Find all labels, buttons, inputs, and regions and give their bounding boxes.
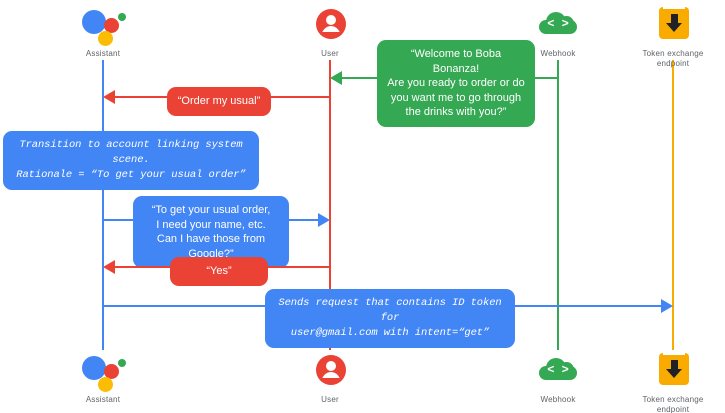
user-avatar-icon — [307, 4, 353, 46]
assistant-dot-green — [118, 359, 126, 367]
arrow-head-yes — [103, 260, 115, 274]
assistant-dot-yellow — [98, 377, 113, 392]
download-arrow-head — [666, 369, 682, 378]
lifeline-assistant — [102, 60, 104, 350]
google-assistant-icon — [80, 4, 126, 46]
actor-assistant-bottom: Assistant — [43, 350, 163, 405]
lifeline-webhook — [557, 60, 559, 350]
actor-webhook-bottom: < > Webhook — [498, 350, 618, 405]
cloud-shape: < > — [539, 12, 577, 34]
download-arrow-stem — [671, 360, 678, 370]
endpoint-box-lip — [663, 351, 685, 355]
actor-assistant-top: Assistant — [43, 4, 163, 59]
actor-endpoint-top: Token exchange endpoint — [613, 4, 725, 69]
arrow-head-token-request — [661, 299, 673, 313]
actor-user-top: User — [270, 4, 390, 59]
actor-label-user: User — [321, 49, 339, 58]
actor-label-assistant-bottom: Assistant — [85, 395, 121, 404]
message-bubble-consent-request: “To get your usual order, I need your na… — [133, 196, 289, 268]
actor-label-user-bottom: User — [321, 395, 339, 404]
actor-label-endpoint: Token exchange endpoint — [642, 49, 704, 68]
download-arrow-head — [666, 23, 682, 32]
token-endpoint-icon-bottom — [650, 350, 696, 392]
actor-endpoint-bottom: Token exchange endpoint — [613, 350, 725, 413]
code-brackets-icon: < > — [547, 17, 569, 31]
user-avatar-head — [326, 361, 336, 371]
lifeline-user — [329, 60, 331, 350]
assistant-dot-blue — [82, 10, 106, 34]
download-arrow-stem — [671, 14, 678, 24]
user-avatar-body — [321, 372, 341, 378]
arrow-head-order-my-usual — [103, 90, 115, 104]
note-bubble-transition: Transition to account linking system sce… — [3, 131, 259, 190]
message-bubble-order-my-usual: “Order my usual” — [167, 87, 271, 116]
actor-label-assistant: Assistant — [85, 49, 121, 58]
endpoint-box-lip — [663, 5, 685, 9]
message-bubble-welcome: “Welcome to Boba Bonanza! Are you ready … — [377, 40, 535, 127]
webhook-cloud-icon-bottom: < > — [535, 350, 581, 392]
actor-label-endpoint-bottom: Token exchange endpoint — [642, 395, 704, 413]
assistant-dot-yellow — [98, 31, 113, 46]
lifeline-endpoint — [672, 60, 674, 350]
user-avatar-icon-bottom — [307, 350, 353, 392]
actor-label-webhook: Webhook — [540, 49, 576, 58]
cloud-shape: < > — [539, 358, 577, 380]
arrow-head-welcome — [330, 71, 342, 85]
actor-label-webhook-bottom: Webhook — [540, 395, 576, 404]
cloud-base — [539, 366, 577, 380]
arrow-head-consent-request — [318, 213, 330, 227]
google-assistant-icon-bottom — [80, 350, 126, 392]
assistant-dot-red — [104, 18, 119, 33]
assistant-dot-green — [118, 13, 126, 21]
message-bubble-yes: “Yes” — [170, 257, 268, 286]
token-endpoint-icon — [650, 4, 696, 46]
actor-user-bottom: User — [270, 350, 390, 405]
webhook-cloud-icon: < > — [535, 4, 581, 46]
cloud-base — [539, 20, 577, 34]
assistant-dot-red — [104, 364, 119, 379]
user-avatar-body — [321, 26, 341, 32]
user-avatar-head — [326, 15, 336, 25]
assistant-dot-blue — [82, 356, 106, 380]
message-bubble-token-request: Sends request that contains ID token for… — [265, 289, 515, 348]
actor-webhook-top: < > Webhook — [498, 4, 618, 59]
code-brackets-icon: < > — [547, 363, 569, 377]
